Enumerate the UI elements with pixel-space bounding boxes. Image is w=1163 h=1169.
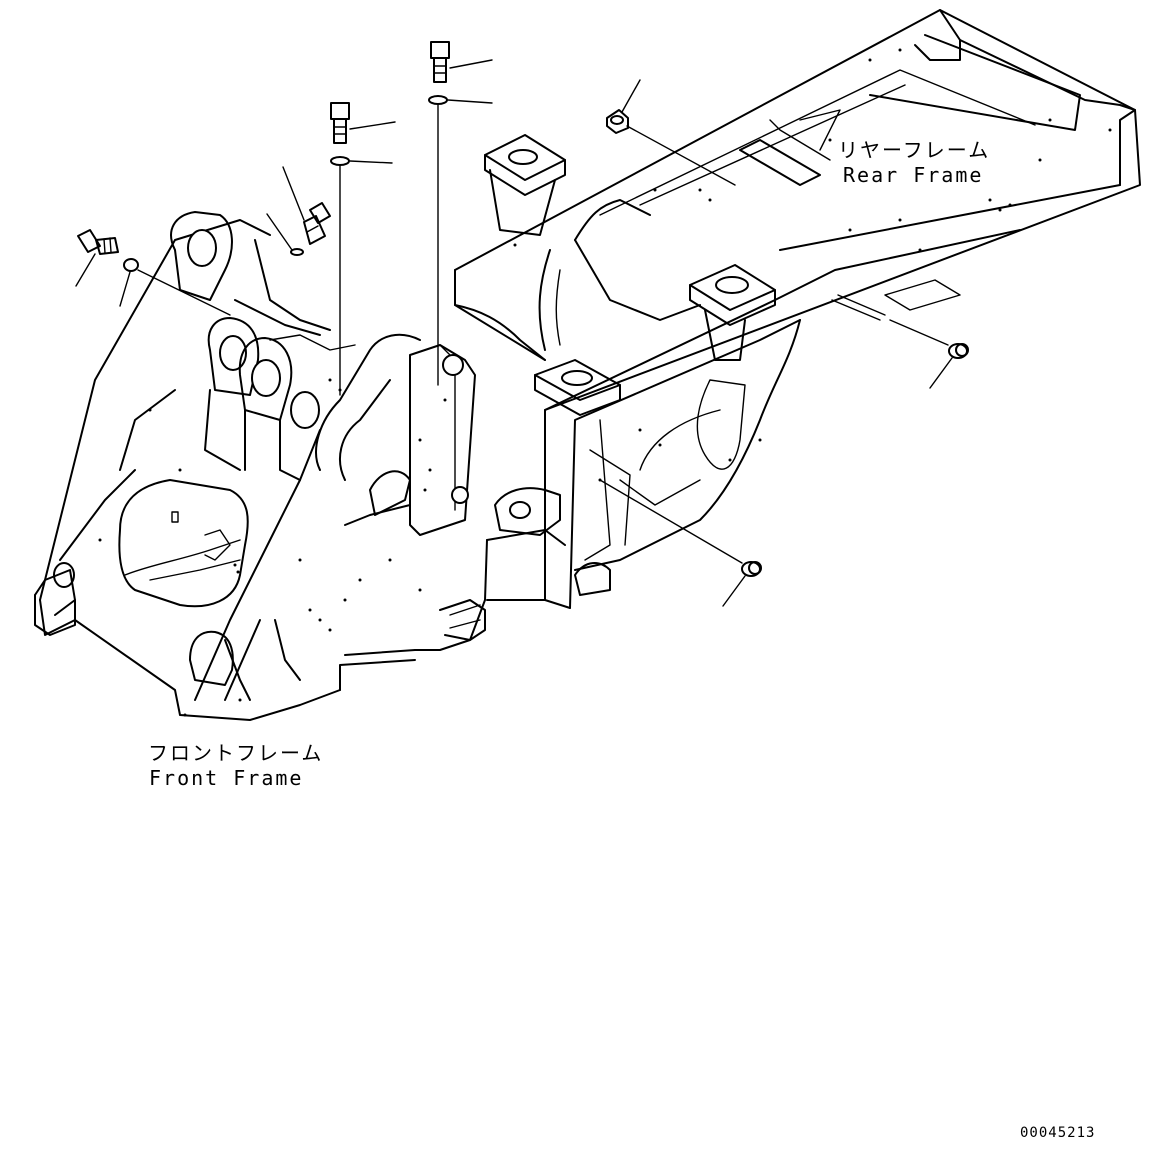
- rear-frame-label-ja: リヤーフレーム: [838, 138, 991, 162]
- drawing-number: 00045213: [1020, 1125, 1096, 1141]
- front-frame: [34, 211, 611, 721]
- front-frame-label-en: Front Frame: [149, 766, 304, 790]
- rear-frame-label-en: Rear Frame: [843, 163, 984, 187]
- bolt-1: [428, 41, 493, 386]
- bolt-4: [75, 229, 231, 316]
- plug-3: [599, 479, 762, 607]
- bolt-3: [266, 166, 331, 256]
- fasteners: [75, 41, 969, 607]
- bolt-2: [330, 102, 396, 396]
- plug-1: [606, 79, 736, 186]
- plug-2: [889, 319, 969, 389]
- rear-frame: [454, 9, 1141, 609]
- front-frame-label-ja: フロントフレーム: [148, 741, 324, 765]
